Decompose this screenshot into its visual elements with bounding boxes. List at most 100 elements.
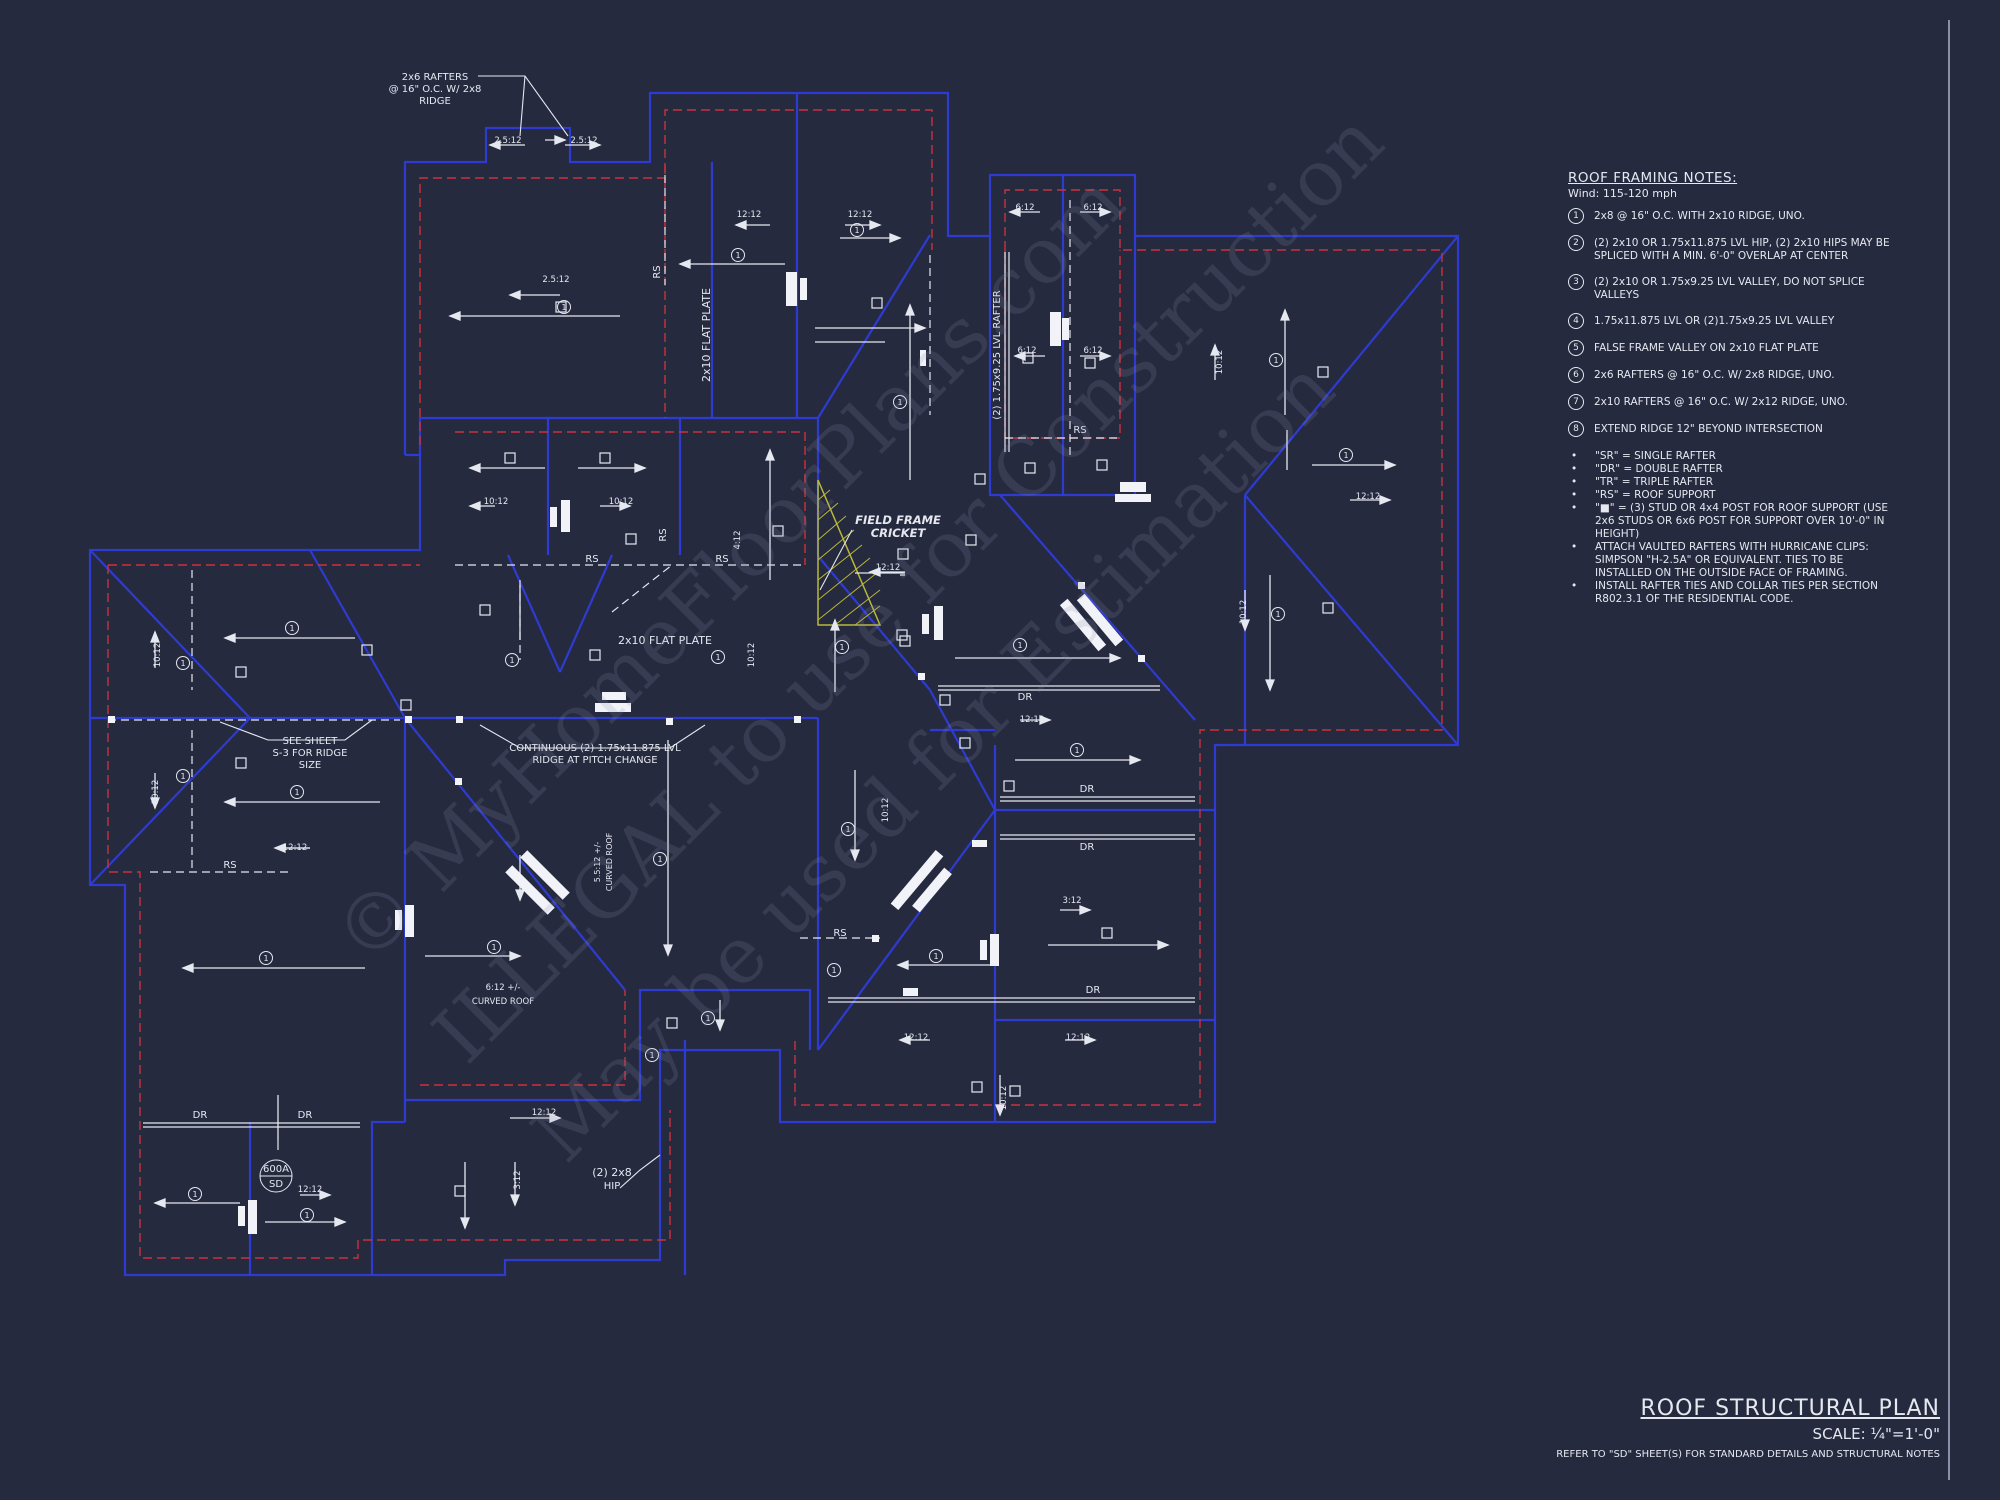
dr-label: DR	[193, 1110, 208, 1121]
note-number: 6	[1568, 367, 1584, 383]
pitch-label: 12:12	[298, 1185, 323, 1195]
bullet-item: • "DR" = DOUBLE RAFTER	[1568, 463, 1898, 476]
curved-roof-line-2: CURVED ROOF	[472, 997, 534, 1007]
note-marker-number: 1	[192, 1190, 197, 1199]
dr-label: DR	[1086, 985, 1101, 996]
circle-markers	[176, 223, 1353, 1222]
pitch-label-vertical: 3:12	[513, 1170, 523, 1189]
flat-plate-horizontal: 2x10 FLAT PLATE	[618, 634, 712, 647]
note-marker-number: 1	[854, 226, 859, 235]
rs-label: RS	[1073, 425, 1086, 436]
see-sheet-line-3: SIZE	[299, 760, 321, 771]
rafter-callout-line-3: RIDGE	[419, 96, 451, 107]
pitch-label: 12:12	[904, 1033, 929, 1043]
dr-label: DR	[1080, 784, 1095, 795]
note-marker-number: 1	[933, 952, 938, 961]
ridge-support-lines	[108, 175, 1120, 939]
bullet-icon: •	[1571, 489, 1578, 501]
bullet-item: • "TR" = TRIPLE RAFTER	[1568, 476, 1898, 489]
rs-label: RS	[658, 528, 669, 541]
continuous-ridge-line-1: CONTINUOUS (2) 1.75x11.875 LVL	[509, 743, 681, 754]
sheet-border-line	[1948, 20, 1950, 1480]
note-item: 7 2x10 RAFTERS @ 16" O.C. W/ 2x12 RIDGE, …	[1568, 394, 1898, 410]
dr-label: DR	[1080, 842, 1095, 853]
note-text: FALSE FRAME VALLEY ON 2x10 FLAT PLATE	[1594, 342, 1819, 354]
support-squares	[108, 582, 1145, 942]
note-marker-number: 1	[1275, 610, 1280, 619]
lvl-rafter-label: (2) 1.75x9.25 LVL RAFTER	[992, 290, 1003, 419]
rs-label: RS	[223, 860, 236, 871]
note-marker-number: 1	[294, 788, 299, 797]
bullet-icon: •	[1571, 463, 1578, 475]
bullet-item: •ATTACH VAULTED RAFTERS WITH HURRICANE C…	[1568, 541, 1898, 580]
pitch-label: 12:12	[876, 563, 901, 573]
note-marker-number: 1	[1273, 356, 1278, 365]
note-marker-number: 1	[180, 659, 185, 668]
note-number: 7	[1568, 394, 1584, 410]
pitch-label-vertical: 4:12	[733, 530, 743, 549]
hip-callout-line-1: (2) 2x8	[592, 1166, 632, 1179]
bullet-icon: •	[1571, 541, 1578, 553]
rs-label: RS	[715, 554, 728, 565]
continuous-ridge-line-2: RIDGE AT PITCH CHANGE	[532, 755, 657, 766]
sheet-scale: SCALE: ¼"=1'-0"	[1812, 1425, 1940, 1443]
notes-wind: Wind: 115-120 mph	[1568, 187, 1677, 200]
note-text: 2x10 RAFTERS @ 16" O.C. W/ 2x12 RIDGE, U…	[1594, 396, 1848, 408]
bullet-item: • "■" = (3) STUD OR 4x4 POST FOR ROOF SUP…	[1568, 502, 1898, 541]
note-text: EXTEND RIDGE 12" BEYOND INTERSECTION	[1594, 423, 1823, 435]
note-marker-number: 1	[715, 653, 720, 662]
note-item: 2(2) 2x10 OR 1.75x11.875 LVL HIP, (2) 2x…	[1568, 235, 1898, 263]
boxed-markers	[235, 297, 1334, 1197]
pitch-label-vertical: 10:12	[999, 1086, 1009, 1111]
bullet-icon: •	[1571, 476, 1578, 488]
bullet-icon: •	[1571, 502, 1578, 514]
bullet-text: "DR" = DOUBLE RAFTER	[1595, 463, 1723, 475]
note-marker-number: 1	[831, 966, 836, 975]
note-text: 2x6 RAFTERS @ 16" O.C. W/ 2x8 RIDGE, UNO…	[1594, 369, 1835, 381]
dr-label: DR	[298, 1110, 313, 1121]
pitch-label: 2.5:12	[494, 136, 521, 146]
see-sheet-line-1: SEE SHEET	[283, 736, 339, 747]
bullet-text: "SR" = SINGLE RAFTER	[1595, 450, 1716, 462]
rs-label: RS	[585, 554, 598, 565]
note-text: 2x8 @ 16" O.C. WITH 2x10 RIDGE, UNO.	[1594, 210, 1805, 222]
pitch-label: 12:12	[532, 1108, 557, 1118]
numbered-notes: 1 2x8 @ 16" O.C. WITH 2x10 RIDGE, UNO. 2(…	[1568, 208, 1898, 437]
bullet-text: INSTALL RAFTER TIES AND COLLAR TIES PER …	[1595, 580, 1878, 605]
note-number: 3	[1568, 274, 1584, 290]
pitch-label: 6:12	[1017, 346, 1036, 356]
curved-roof-vertical-2: CURVED ROOF	[605, 832, 614, 891]
note-marker-number: 1	[180, 772, 185, 781]
bullet-text: "TR" = TRIPLE RAFTER	[1595, 476, 1714, 488]
note-marker-number: 1	[561, 303, 566, 312]
double-rafters	[143, 252, 1195, 1150]
overhang-lines	[107, 109, 1443, 1259]
note-marker-number: 1	[509, 656, 514, 665]
pitch-label-vertical: 10:12	[1239, 600, 1249, 625]
post-symbols	[238, 272, 1151, 1234]
note-number: 1	[1568, 208, 1584, 224]
note-marker-number: 1	[304, 1211, 309, 1220]
note-number: 5	[1568, 340, 1584, 356]
pitch-label: 12:12	[737, 210, 762, 220]
abbreviation-notes: • "SR" = SINGLE RAFTER • "DR" = DOUBLE RAF…	[1568, 450, 1898, 606]
pitch-label: 10:12	[609, 497, 634, 507]
bullet-text: "■" = (3) STUD OR 4x4 POST FOR ROOF SUPP…	[1595, 502, 1889, 540]
bullet-item: • "SR" = SINGLE RAFTER	[1568, 450, 1898, 463]
cricket-hatch	[817, 479, 882, 626]
cricket-label-line-1: FIELD FRAME	[855, 513, 941, 527]
pitch-label: 2.5:12	[542, 275, 569, 285]
pitch-label: 12:12	[1020, 715, 1045, 725]
note-marker-number: 1	[705, 1014, 710, 1023]
note-text: (2) 2x10 OR 1.75x9.25 LVL VALLEY, DO NOT…	[1594, 276, 1865, 301]
bullet-icon: •	[1571, 450, 1578, 462]
pitch-label: 3:12	[1062, 896, 1081, 906]
note-item: 6 2x6 RAFTERS @ 16" O.C. W/ 2x8 RIDGE, UN…	[1568, 367, 1898, 383]
pitch-label: 6:12	[1015, 203, 1034, 213]
note-marker-number: 1	[897, 398, 902, 407]
curved-roof-vertical-1: 5.5:12 +/-	[593, 842, 602, 883]
